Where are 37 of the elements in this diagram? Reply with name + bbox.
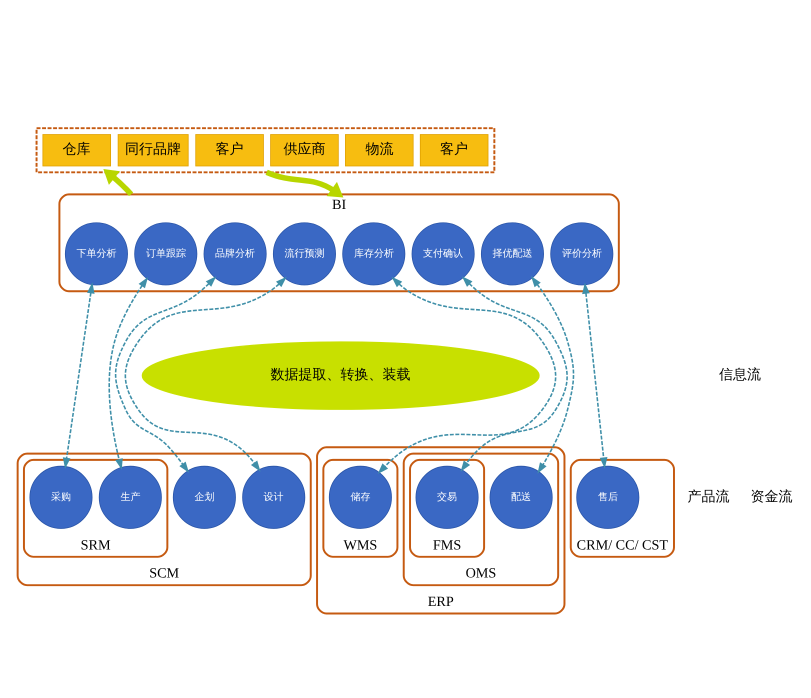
arrow <box>530 276 574 474</box>
arrow <box>124 276 287 472</box>
node-box: 客户 <box>195 134 264 166</box>
node-box: 物流 <box>345 134 414 166</box>
node-circle: 评价分析 <box>550 222 614 285</box>
node-circle: 下单分析 <box>64 222 128 285</box>
node-circle: 生产 <box>98 465 162 528</box>
node-circle: 设计 <box>242 465 306 528</box>
node-circle: 储存 <box>328 465 392 528</box>
arrow <box>582 282 608 468</box>
label: 资金流 <box>750 488 793 504</box>
node-circle: 择优配送 <box>480 222 544 285</box>
arrow <box>460 276 568 472</box>
node-circle: 配送 <box>490 465 553 528</box>
arrow <box>378 276 556 474</box>
node-box: 供应商 <box>270 134 339 166</box>
node-circle: 交易 <box>416 465 479 528</box>
arrow <box>108 276 148 470</box>
cluster <box>36 126 496 173</box>
node-circle: 售后 <box>576 465 640 528</box>
node-box: 仓库 <box>42 134 112 166</box>
label: 产品流 <box>688 488 730 504</box>
node-circle: 采购 <box>29 465 92 528</box>
arrow <box>114 276 216 472</box>
node-box: 同行品牌 <box>118 134 189 166</box>
node-circle: 企划 <box>172 465 236 528</box>
label: 信息流 <box>719 366 762 383</box>
node-circle: 流行预测 <box>272 222 336 285</box>
arrow <box>103 168 134 196</box>
arrow <box>62 282 95 468</box>
node-circle: 订单跟踪 <box>134 222 198 285</box>
arrow <box>266 169 344 197</box>
node-circle: 库存分析 <box>342 222 406 285</box>
node-box: 客户 <box>420 134 488 166</box>
node-circle: 品牌分析 <box>204 222 267 285</box>
node-ellipse: 数据提取、转换、装载 <box>142 340 540 410</box>
node-circle: 支付确认 <box>412 222 475 285</box>
